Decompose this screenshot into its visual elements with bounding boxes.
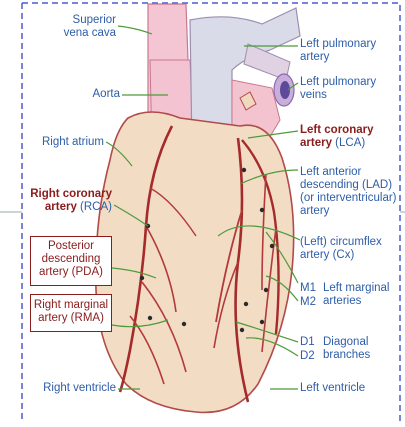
pda-line-3: artery (PDA) bbox=[31, 266, 111, 279]
left-pulmonary-veins-line-1: Left pulmonary bbox=[300, 76, 376, 88]
marginal-arteries-label: Left marginal arteries bbox=[323, 282, 389, 308]
diagonal-branches-label: Diagonal branches bbox=[323, 336, 370, 362]
rca-label: Right coronary artery (RCA) bbox=[20, 188, 112, 214]
marginal-line-2: arteries bbox=[323, 295, 361, 307]
lad-line-2: descending (LAD) bbox=[300, 179, 392, 191]
m1-label: M1 bbox=[300, 282, 316, 295]
cx-line-2: artery (Cx) bbox=[300, 249, 354, 261]
cx-line-1: (Left) circumflex bbox=[300, 236, 382, 248]
lca-line-1: Left coronary bbox=[300, 124, 374, 136]
pda-line-1: Posterior bbox=[31, 240, 111, 253]
rma-line-2: artery (RMA) bbox=[31, 312, 111, 325]
lca-abbr: (LCA) bbox=[335, 137, 365, 149]
diagonal-line-2: branches bbox=[323, 349, 370, 361]
left-pulmonary-veins-label: Left pulmonary veins bbox=[300, 76, 376, 102]
lad-line-3: (or interventricular) bbox=[300, 192, 397, 204]
right-atrium-label: Right atrium bbox=[30, 136, 104, 149]
rca-abbr: (RCA) bbox=[80, 201, 112, 213]
lad-line-1: Left anterior bbox=[300, 166, 361, 178]
pda-line-2: descending bbox=[31, 253, 111, 266]
left-pulmonary-veins-line-2: veins bbox=[300, 89, 327, 101]
left-pulmonary-artery-line-1: Left pulmonary bbox=[300, 38, 376, 50]
cx-label: (Left) circumflex artery (Cx) bbox=[300, 236, 382, 262]
pda-box: Posterior descending artery (PDA) bbox=[30, 236, 112, 286]
rma-line-1: Right marginal bbox=[31, 299, 111, 312]
lad-line-4: artery bbox=[300, 205, 329, 217]
superior-vena-cava-line-2: vena cava bbox=[64, 27, 116, 39]
left-pulmonary-artery-label: Left pulmonary artery bbox=[300, 38, 376, 64]
lca-label: Left coronary artery (LCA) bbox=[300, 124, 374, 150]
lad-label: Left anterior descending (LAD) (or inter… bbox=[300, 166, 397, 218]
rma-box: Right marginal artery (RMA) bbox=[30, 294, 112, 332]
lca-line-2: artery bbox=[300, 137, 332, 149]
diagonal-line-1: Diagonal bbox=[323, 336, 368, 348]
superior-vena-cava-label: Superior vena cava bbox=[50, 14, 116, 40]
m2-label: M2 bbox=[300, 296, 316, 309]
aorta-label: Aorta bbox=[70, 88, 120, 101]
d2-label: D2 bbox=[300, 350, 315, 363]
right-ventricle-label: Right ventricle bbox=[28, 382, 116, 395]
rca-label-bold: Right coronary bbox=[30, 188, 112, 200]
superior-vena-cava-line-1: Superior bbox=[73, 14, 116, 26]
left-ventricle-label: Left ventricle bbox=[300, 382, 365, 395]
d1-label: D1 bbox=[300, 336, 315, 349]
rca-label-bold-2: artery bbox=[45, 201, 77, 213]
left-pulmonary-artery-line-2: artery bbox=[300, 51, 329, 63]
marginal-line-1: Left marginal bbox=[323, 282, 389, 294]
